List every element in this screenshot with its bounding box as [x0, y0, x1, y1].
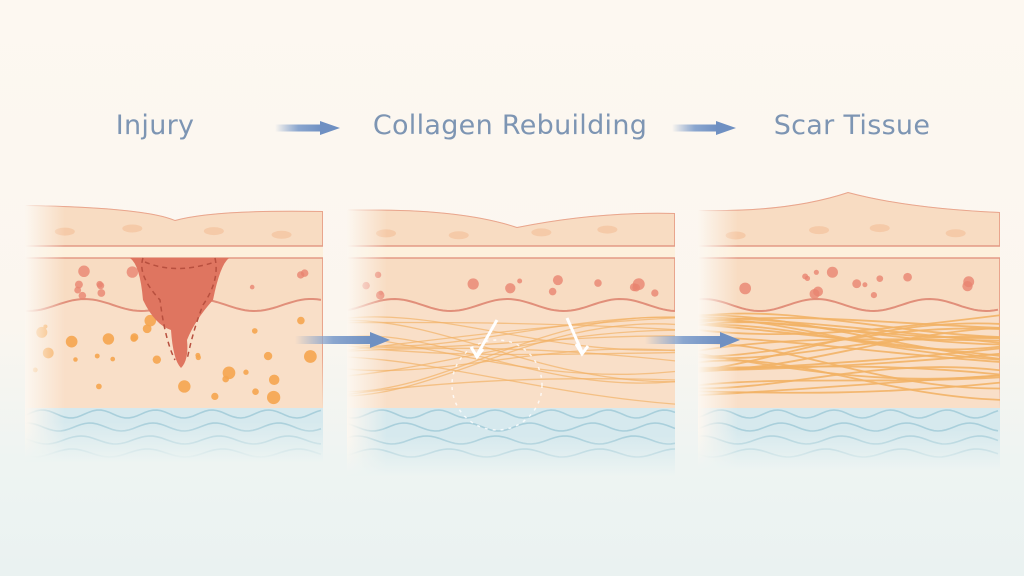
inflammation-dot: [266, 390, 281, 405]
inflammation-dot: [96, 383, 102, 390]
cell-dot: [813, 269, 819, 275]
inflammation-dot: [130, 334, 138, 342]
skin-panel-injury: [25, 205, 323, 462]
inflammation-dot: [102, 333, 115, 345]
inflammation-dot: [252, 388, 259, 396]
cell-dot: [632, 278, 645, 291]
cell-dot: [876, 275, 884, 283]
cell-dot: [505, 283, 516, 294]
cell-dot: [963, 276, 975, 288]
cell-dot: [97, 289, 106, 297]
basal-line: [698, 246, 1000, 258]
cell-dot: [903, 272, 912, 282]
cell-dot: [126, 266, 139, 278]
cell-dot: [297, 271, 305, 279]
arrow-icon: [275, 121, 340, 135]
inflammation-dot: [268, 374, 280, 385]
cell-dot: [249, 284, 255, 290]
inflammation-dot: [243, 369, 249, 375]
lower-dermis-layer: [25, 299, 323, 410]
inflammation-dot: [304, 350, 317, 363]
cell-dot: [517, 278, 523, 284]
repair-arrow-icon: [565, 317, 584, 353]
cell-dot: [74, 280, 83, 289]
wound-edge: [141, 257, 217, 361]
cell-dot: [552, 275, 563, 286]
fat-cell-lines: [347, 409, 675, 419]
inflammation-dot: [110, 356, 116, 362]
skin-panel-scar-tissue: [698, 192, 1000, 470]
stage-title-injury: Injury: [115, 110, 195, 141]
arrow-icon: [645, 332, 740, 348]
stage-title-collagen-rebuilding: Collagen Rebuilding: [372, 110, 648, 141]
cell-dot: [74, 286, 82, 294]
inflammation-dot: [178, 380, 191, 393]
cell-dot: [739, 282, 752, 295]
cell-dot: [78, 265, 90, 278]
cell-dot: [809, 288, 820, 299]
wound-edge: [144, 261, 216, 270]
cell-dot: [467, 278, 479, 290]
stage-title-scar-tissue: Scar Tissue: [773, 110, 931, 141]
cell-dot: [852, 279, 862, 289]
healing-zone: [451, 339, 543, 431]
cell-dot: [651, 289, 659, 297]
inflammation-dot: [65, 335, 78, 348]
wound: [130, 258, 229, 368]
inflammation-dot: [222, 366, 236, 380]
cell-dot: [802, 273, 809, 280]
inflammation-dot: [142, 324, 152, 334]
inflammation-dot: [263, 351, 273, 361]
inflammation-dot: [297, 316, 305, 325]
skin-surface-line: [347, 209, 675, 476]
cell-dot: [548, 287, 557, 296]
skin-surface-line: [25, 205, 323, 462]
cell-dot: [97, 282, 105, 290]
inflammation-dot: [152, 355, 162, 364]
inflammation-dot: [94, 353, 100, 359]
basal-line: [25, 246, 323, 258]
basal-line: [347, 246, 675, 258]
arrow-icon: [672, 121, 736, 135]
skin-panel-collagen-rebuilding: [347, 209, 675, 476]
inflammation-dot: [211, 392, 219, 401]
inflammation-dot: [144, 314, 157, 327]
inflammation-dot: [195, 354, 201, 361]
cell-dot: [862, 282, 868, 288]
inflammation-dot: [73, 357, 78, 362]
inflammation-dot: [251, 328, 258, 334]
cell-dot: [594, 279, 602, 287]
fat-cell-lines: [25, 409, 322, 419]
repair-arrow-icon: [475, 319, 499, 356]
cell-dot: [826, 266, 838, 278]
fat-cell-lines: [698, 409, 999, 419]
cell-dot: [870, 291, 878, 299]
arrow-icon: [295, 332, 390, 348]
cell-dot: [78, 291, 87, 300]
